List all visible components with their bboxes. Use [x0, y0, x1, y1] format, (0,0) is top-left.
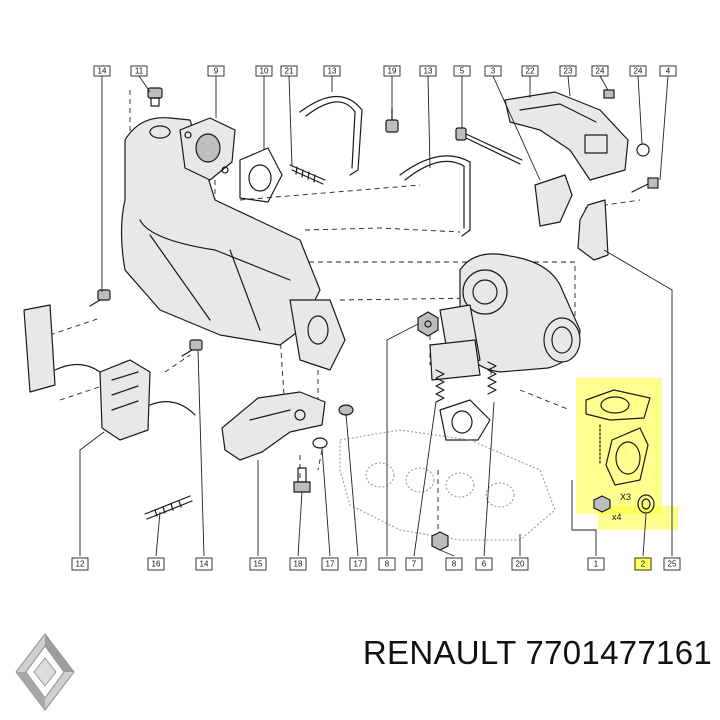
callout-label: 9 — [214, 67, 219, 76]
callout-label: 17 — [354, 560, 363, 569]
callout-box: 17 — [321, 557, 339, 571]
callout-label: 11 — [135, 67, 144, 76]
callout-box: 22 — [521, 65, 539, 77]
callout-box: 5 — [453, 65, 471, 77]
callout-label: 22 — [526, 67, 535, 76]
callout-box: 20 — [511, 557, 529, 571]
callout-box: 16 — [147, 557, 165, 571]
strap-clamp-lower — [399, 155, 471, 237]
side-heat-shield-12 — [23, 304, 196, 441]
callout-label: 13 — [328, 67, 337, 76]
gasket-kit — [585, 389, 655, 514]
callout-box: 13 — [419, 65, 437, 77]
callout-label: 19 — [388, 67, 397, 76]
turbo-bracket — [534, 174, 573, 227]
highlight-kit-ref — [598, 506, 678, 530]
callout-label: 10 — [260, 67, 269, 76]
callout-label: 17 — [326, 560, 335, 569]
callout-box: 6 — [475, 557, 493, 571]
bolt-14 — [89, 289, 203, 357]
callout-label: 14 — [200, 560, 209, 569]
callout-box: 11 — [130, 65, 148, 77]
callout-label: 21 — [285, 67, 294, 76]
support-bracket-25 — [577, 199, 609, 261]
callout-box: 4 — [659, 65, 677, 77]
callout-label: 14 — [98, 67, 107, 76]
callout-box: 8 — [378, 557, 396, 571]
turbocharger — [429, 253, 581, 381]
callout-box: 15 — [249, 557, 267, 571]
callout-label: 8 — [452, 560, 457, 569]
spring-7 — [435, 369, 445, 403]
callout-box: 2 — [634, 557, 652, 571]
callout-box: 9 — [207, 65, 225, 77]
catalytic-converter — [120, 117, 346, 371]
callout-label: 20 — [516, 560, 525, 569]
callout-box: 3 — [484, 65, 502, 77]
callout-label: 6 — [482, 560, 487, 569]
callout-box: 14 — [195, 557, 213, 571]
callout-label: 4 — [666, 67, 671, 76]
callout-box: 21 — [280, 65, 298, 77]
brand-name: RENAULT — [362, 634, 516, 671]
flange-gasket — [239, 147, 283, 203]
callout-box: 1 — [587, 557, 605, 571]
callout-label: 23 — [564, 67, 573, 76]
callout-label: 8 — [385, 560, 390, 569]
callout-box: 25 — [663, 557, 681, 571]
turbo-outlet-gasket — [439, 399, 491, 441]
callout-label: 5 — [460, 67, 465, 76]
renault-diamond-logo-icon — [15, 633, 75, 711]
leader-lines-top — [101, 75, 669, 292]
callout-label: 24 — [634, 67, 643, 76]
kit-qty-x3: X3 — [620, 492, 631, 502]
callout-box: 18 — [289, 557, 307, 571]
lower-bracket-15 — [221, 391, 326, 461]
bolt-11 — [147, 87, 163, 107]
callout-box: 13 — [323, 65, 341, 77]
callout-label: 1 — [594, 560, 599, 569]
top-callout-row: 14 11 9 10 21 13 19 13 5 3 22 23 24 24 4 — [93, 65, 677, 77]
strap-clamp-upper — [299, 95, 363, 176]
callout-label: 15 — [254, 560, 263, 569]
leader-lines-bottom — [79, 249, 673, 557]
callout-box: 24 — [591, 65, 609, 77]
stud-21 — [289, 164, 326, 185]
stud-16 — [144, 495, 193, 520]
part-number: 7701477161 — [525, 634, 712, 671]
spring-7b — [487, 361, 497, 395]
engine-manifold-ghost — [339, 429, 556, 541]
long-bolt-5 — [455, 127, 523, 165]
callout-box: 19 — [383, 65, 401, 77]
bolt-4 — [631, 177, 659, 193]
callout-label: 18 — [294, 560, 303, 569]
nut-8-upper — [417, 311, 439, 337]
callout-label: 7 — [412, 560, 417, 569]
callout-label: 2 — [641, 560, 646, 569]
callout-label: 3 — [491, 67, 496, 76]
callout-label: 12 — [76, 560, 85, 569]
callout-label: 25 — [668, 560, 677, 569]
kit-qty-x4: x4 — [612, 512, 622, 522]
callout-box: 24 — [629, 65, 647, 77]
callout-box: 17 — [349, 557, 367, 571]
callout-label: 16 — [152, 560, 161, 569]
callout-box: 23 — [559, 65, 577, 77]
callout-label: 13 — [424, 67, 433, 76]
nut-8-lower — [431, 531, 449, 551]
bolt-24 — [603, 89, 650, 157]
brand-part-number-caption: RENAULT 7701477161 — [300, 634, 712, 684]
callout-box: 12 — [71, 557, 89, 571]
heat-shield — [504, 91, 629, 181]
callout-box: 10 — [255, 65, 273, 77]
callout-box: 14 — [93, 65, 111, 77]
callout-box: 8 — [445, 557, 463, 571]
bolt-18 — [293, 467, 311, 493]
bottom-callout-row: 12 16 14 15 18 17 17 8 7 8 6 20 1 2 25 — [71, 557, 681, 571]
callout-box: 7 — [405, 557, 423, 571]
callout-label: 24 — [596, 67, 605, 76]
manifold-flange — [179, 117, 236, 181]
bolt-19 — [385, 107, 399, 133]
